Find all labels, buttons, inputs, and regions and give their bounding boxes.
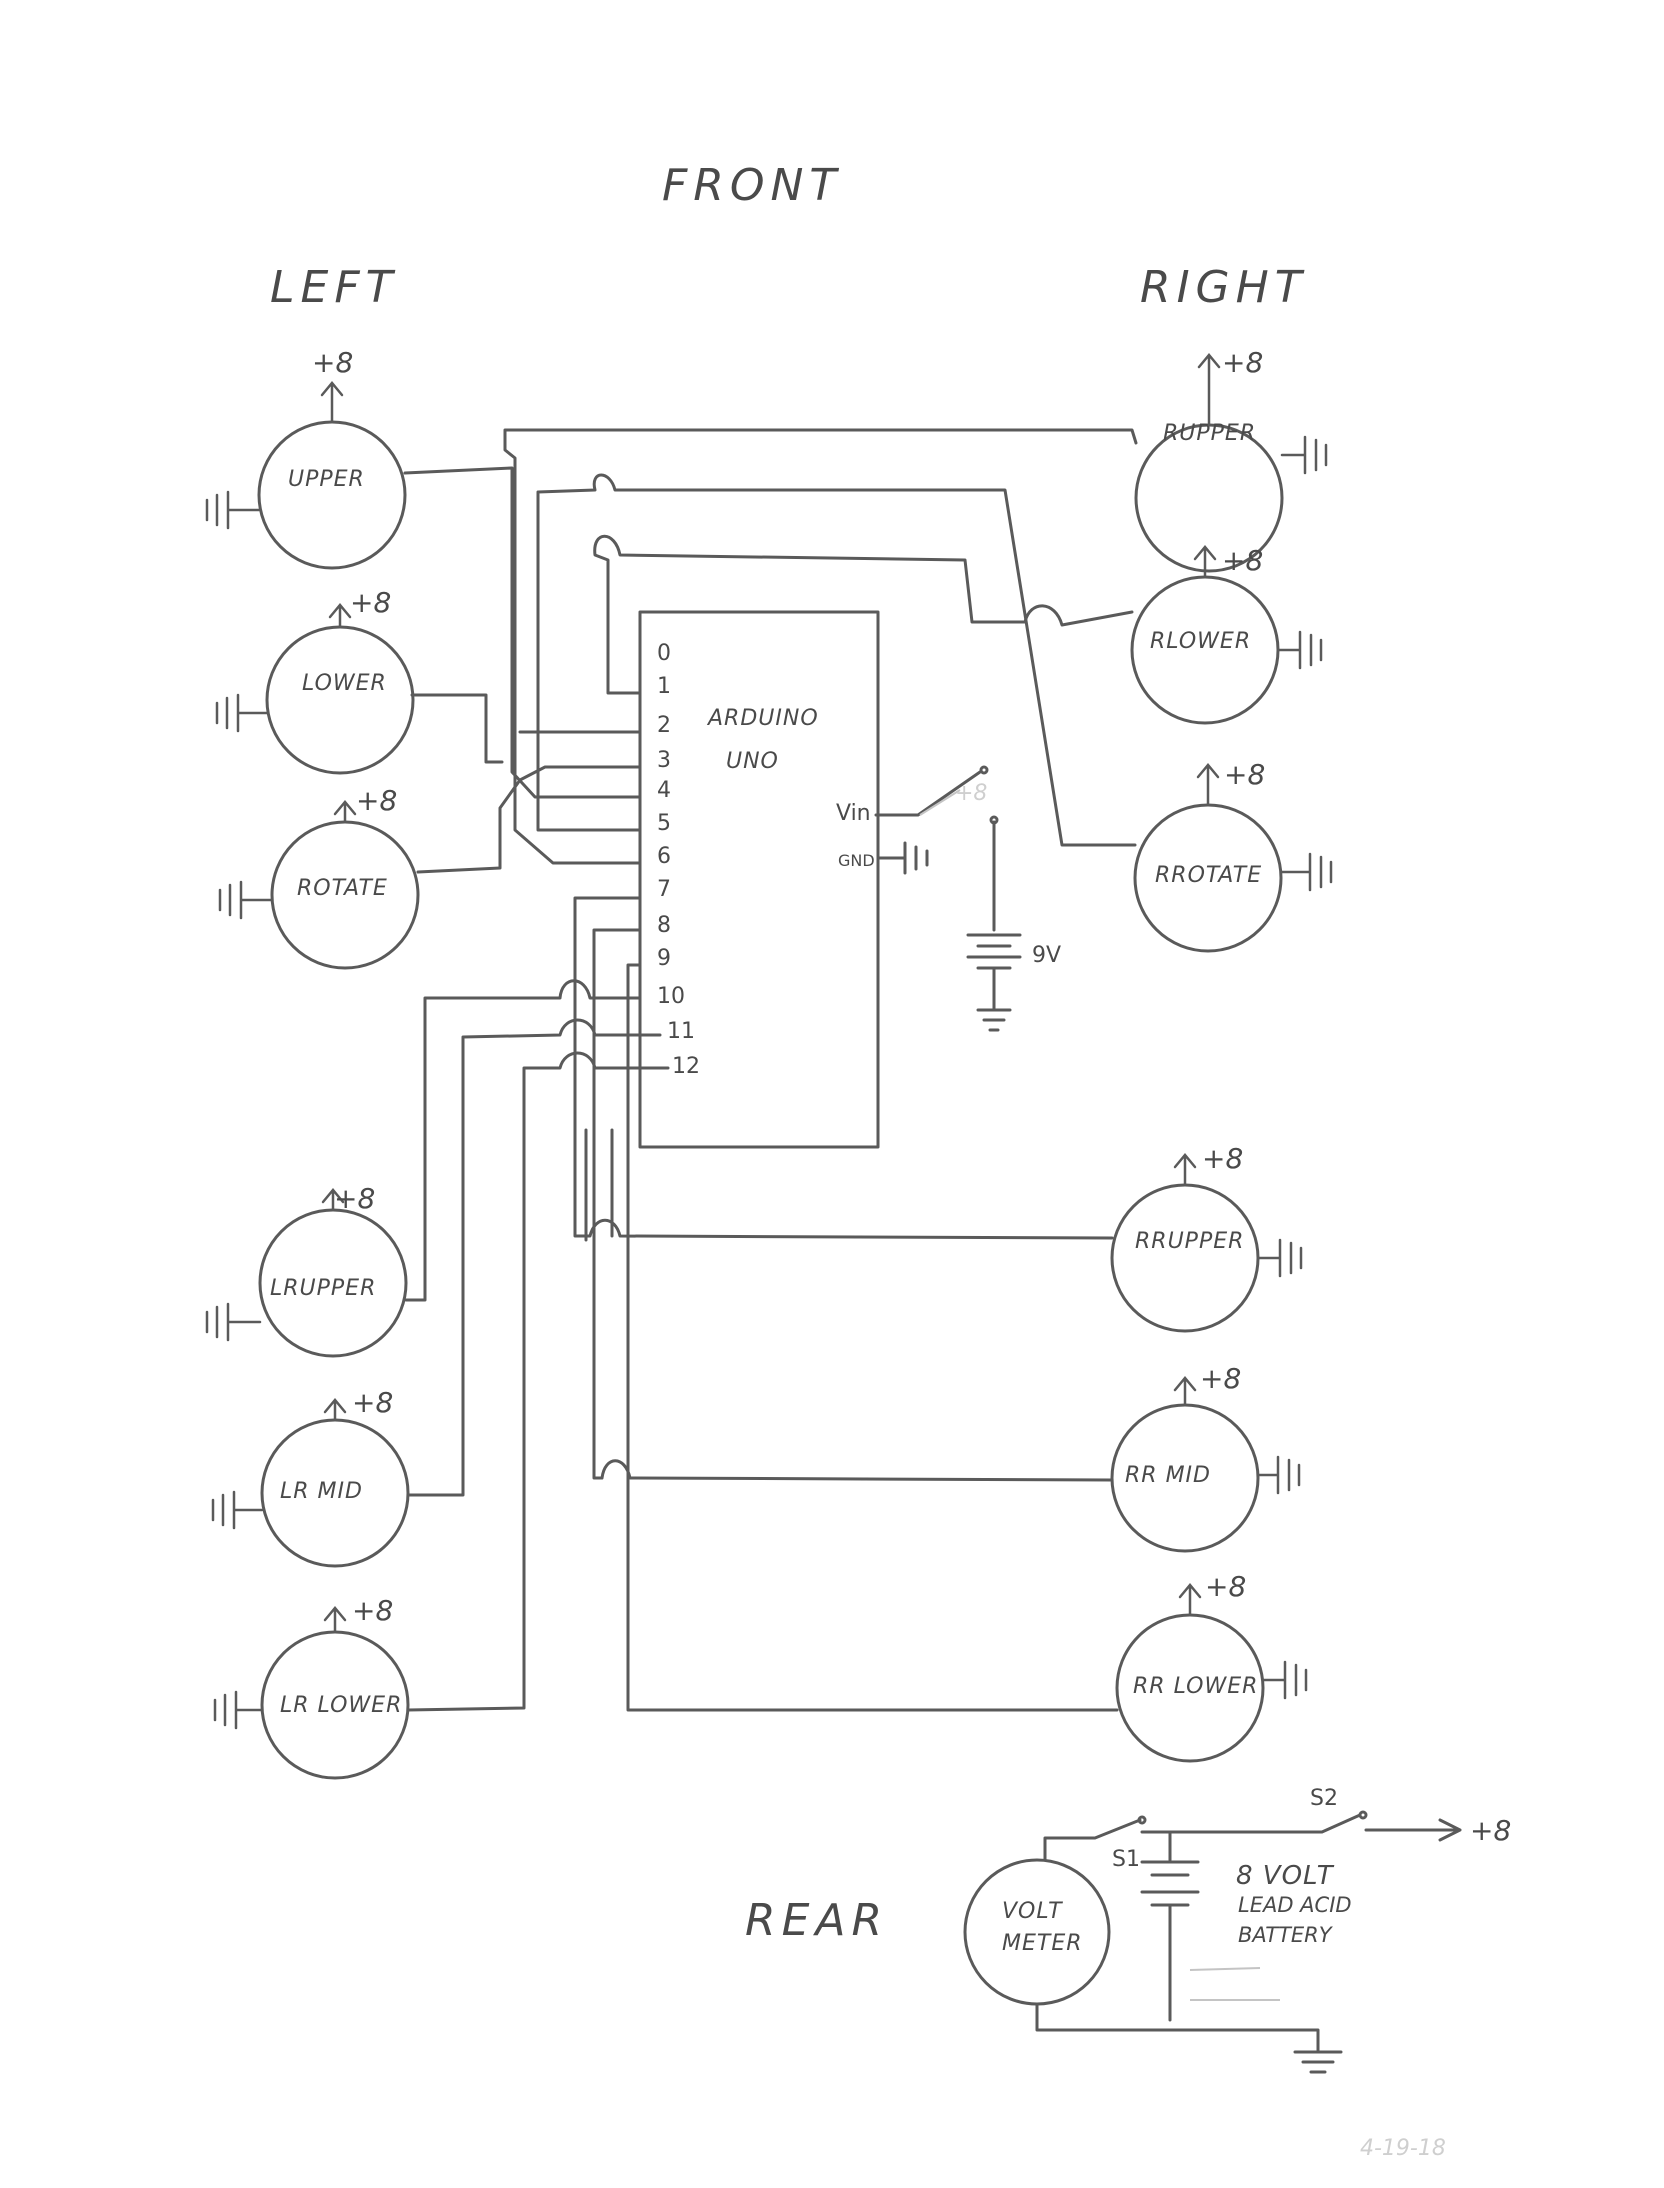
power-label: +8 — [1202, 1142, 1243, 1175]
vin-label: Vin — [836, 801, 871, 826]
arduino-pin-label: 12 — [672, 1054, 700, 1079]
servo-label: LR MID — [280, 1479, 363, 1504]
servo-rr-lower: RR LOWER +8 — [1115, 1570, 1308, 1763]
power-label: +8 — [1200, 1362, 1241, 1395]
servo-label: LRUPPER — [270, 1276, 376, 1301]
servo-rotate: ROTATE +8 — [218, 784, 420, 970]
arduino-power-circuit: +8 9V — [874, 765, 1061, 1032]
servo-rlower: RLOWER +8 — [1130, 544, 1323, 725]
signal-wiring — [403, 428, 1138, 1712]
vin-switch-label: +8 — [955, 781, 987, 806]
servo-rrotate: RROTATE +8 — [1133, 758, 1333, 953]
servo-label: RR MID — [1125, 1463, 1211, 1488]
power-label: +8 — [352, 1594, 393, 1627]
power-label: +8 — [312, 346, 353, 379]
servo-label: RLOWER — [1150, 629, 1251, 654]
rear-power-supply: S1 S2 +8 8 VOLT LEAD ACID BATTERY VOLT M… — [963, 1786, 1511, 2074]
arduino-model: UNO — [726, 749, 779, 774]
servo-label: RR LOWER — [1133, 1674, 1258, 1699]
arduino-board — [638, 610, 880, 1149]
servo-rupper: RUPPER +8 — [1134, 346, 1328, 573]
servo-label: RROTATE — [1155, 863, 1262, 888]
servo-lrupper: LRUPPER +8 — [205, 1182, 408, 1358]
power-label: +8 — [1222, 544, 1263, 577]
gnd-label: GND — [838, 851, 875, 870]
arduino-pin-label: 8 — [657, 913, 671, 938]
left-heading: LEFT — [270, 262, 399, 313]
arduino-pin-label: 10 — [657, 984, 685, 1009]
power-label: +8 — [350, 586, 391, 619]
arduino-pin-label: 5 — [657, 811, 671, 836]
arduino-pin-label: 9 — [657, 946, 671, 971]
power-label: +8 — [1205, 1570, 1246, 1603]
battery-line-3: BATTERY — [1238, 1923, 1334, 1947]
drawing-date: 4-19-18 — [1360, 2136, 1446, 2161]
arduino-pin-label: 11 — [667, 1019, 695, 1044]
arduino-pin-label: 1 — [657, 674, 671, 699]
servo-label: ROTATE — [297, 876, 388, 901]
battery-line-1: 8 VOLT — [1236, 1861, 1335, 1891]
servo-upper: UPPER +8 — [205, 346, 407, 570]
servo-rr-mid: RR MID +8 — [1110, 1362, 1301, 1553]
battery-9v-label: 9V — [1032, 943, 1061, 968]
rear-heading: REAR — [745, 1895, 888, 1946]
supply-output-label: +8 — [1470, 1814, 1511, 1847]
arduino-pin-label: 7 — [657, 877, 671, 902]
servo-label: UPPER — [288, 467, 365, 492]
arduino-pin-label: 2 — [657, 713, 671, 738]
s1-label: S1 — [1112, 1847, 1140, 1872]
battery-line-2: LEAD ACID — [1238, 1893, 1352, 1917]
arduino-uno: ARDUINO UNO 0 1 2 3 4 5 6 7 8 9 10 11 12… — [638, 610, 880, 1149]
servo-label: LOWER — [302, 671, 387, 696]
servo-label: LR LOWER — [280, 1693, 402, 1718]
front-heading: FRONT — [662, 160, 842, 211]
meter-line-1: VOLT — [1002, 1899, 1063, 1924]
servo-label: RRUPPER — [1135, 1229, 1244, 1254]
right-heading: RIGHT — [1140, 262, 1308, 313]
servo-rrupper: RRUPPER +8 — [1110, 1142, 1303, 1333]
servo-lr-lower: LR LOWER +8 — [213, 1594, 410, 1780]
servo-lower: LOWER +8 — [215, 586, 415, 775]
arduino-pin-label: 6 — [657, 844, 671, 869]
power-label: +8 — [352, 1386, 393, 1419]
power-label: +8 — [1222, 346, 1263, 379]
arduino-pin-label: 4 — [657, 778, 671, 803]
meter-line-2: METER — [1002, 1931, 1083, 1956]
arduino-title: ARDUINO — [706, 706, 819, 731]
servo-lr-mid: LR MID +8 — [211, 1386, 410, 1568]
arduino-pin-label: 3 — [657, 748, 671, 773]
arduino-pin-label: 0 — [657, 641, 671, 666]
s2-label: S2 — [1310, 1786, 1338, 1811]
power-label: +8 — [334, 1182, 375, 1215]
power-label: +8 — [1224, 758, 1265, 791]
power-label: +8 — [356, 784, 397, 817]
